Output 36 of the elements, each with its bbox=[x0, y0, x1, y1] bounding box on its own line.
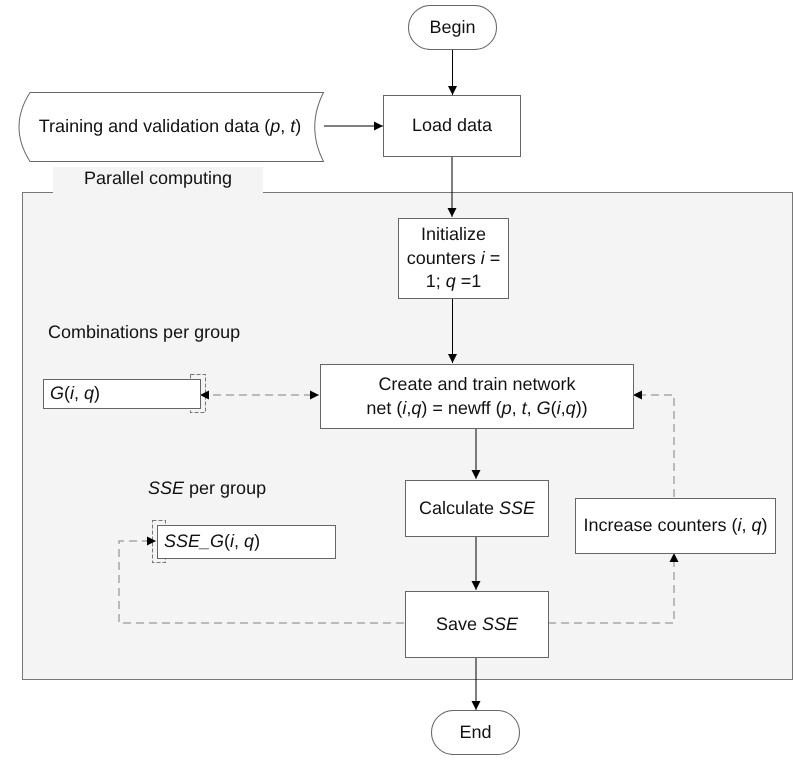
node-text: Calculate SSE bbox=[418, 496, 536, 520]
node-text: Load data bbox=[412, 114, 492, 138]
arrow bbox=[472, 428, 480, 480]
node-text: Increase counters (i, q) bbox=[583, 514, 768, 538]
arrow bbox=[448, 50, 457, 96]
terminal-box bbox=[408, 5, 497, 50]
node-text: End bbox=[459, 720, 492, 744]
arrow bbox=[472, 656, 480, 710]
arrow bbox=[448, 298, 457, 364]
process-box bbox=[405, 480, 549, 537]
process-box bbox=[398, 218, 509, 299]
data-input-shape bbox=[16, 92, 324, 162]
node-text: SSE_G(i, q) bbox=[164, 530, 260, 554]
node-text: Training and validation data (p, t) bbox=[38, 115, 302, 138]
arrow bbox=[472, 536, 480, 590]
arrow bbox=[448, 156, 456, 218]
node-text: Initialize counters i = 1; q =1 bbox=[406, 223, 502, 294]
arrow bbox=[324, 122, 384, 130]
dashed-arrow bbox=[200, 390, 320, 400]
box-caption: Combinations per group bbox=[48, 322, 240, 343]
process-box bbox=[383, 95, 521, 157]
dashed-arrow bbox=[548, 552, 678, 624]
process-box bbox=[405, 591, 549, 658]
dashed-arrow bbox=[632, 390, 674, 498]
process-box bbox=[575, 498, 776, 554]
terminal-box bbox=[431, 710, 520, 755]
box-caption: SSE per group bbox=[148, 478, 266, 499]
node-text: Create and train network bbox=[378, 373, 576, 396]
node-text: Begin bbox=[429, 16, 476, 39]
process-box bbox=[320, 364, 634, 429]
node-text: Save SSE bbox=[436, 612, 518, 636]
formula-text: net (i,q) = newff (p, t, G(i,q)) bbox=[366, 396, 588, 420]
dashed-arrow bbox=[118, 536, 404, 624]
storage-field bbox=[157, 525, 336, 559]
storage-field bbox=[43, 379, 201, 409]
node-text: G(i, q) bbox=[50, 382, 100, 406]
